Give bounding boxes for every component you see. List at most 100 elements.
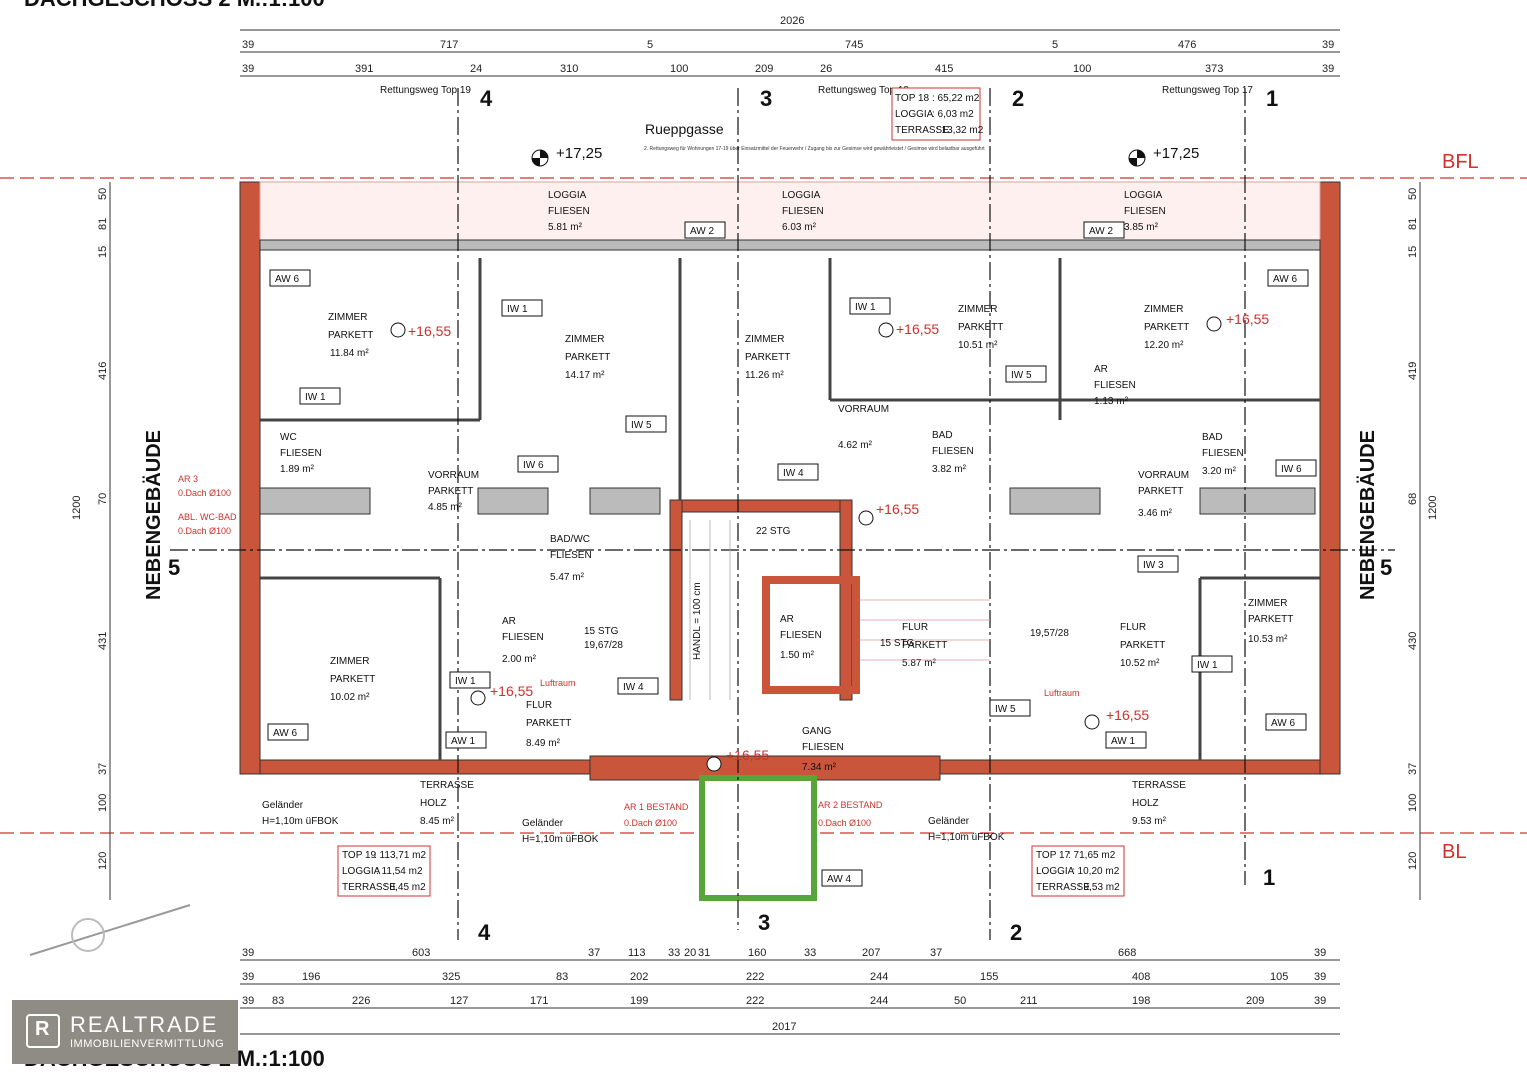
dim: 33 (804, 947, 816, 959)
wall-tag: AW 2 (690, 226, 715, 237)
dim: 39 (242, 39, 254, 51)
grid-label-4-bottom: 4 (478, 920, 491, 945)
stairs: 15 STG 19,67/28 15 STG 19,57/28 22 STG H… (540, 520, 1080, 700)
dim: 5 (647, 39, 653, 51)
dim: 391 (355, 63, 373, 75)
wall-tag: AW 6 (273, 728, 298, 739)
room-name: ZIMMER (565, 334, 604, 345)
room-area: 6.03 m² (782, 222, 817, 233)
top18-value: : 65,22 m2 (932, 93, 980, 104)
dim: 50 (97, 188, 109, 200)
dim: 100 (97, 794, 109, 812)
dim: 39 (242, 947, 254, 959)
wall-tag: IW 6 (1281, 464, 1302, 475)
top18-area-box: TOP 18 : 65,22 m2 LOGGIA : 6,03 m2 TERRA… (891, 87, 984, 141)
ventilation-labels: AR 3 0.Dach Ø100 ABL. WC-BAD 0.Dach Ø100… (178, 474, 883, 828)
room-labels: ZIMMER PARKETT 11.84 m² ZIMMER PARKETT 1… (280, 304, 1293, 773)
room-floor: HOLZ (420, 798, 447, 809)
wall-tag: IW 4 (623, 682, 644, 693)
escape-route-17: Rettungsweg Top 17 (1162, 85, 1253, 96)
wall-tag: IW 1 (455, 676, 476, 687)
room-floor: PARKETT (902, 640, 947, 651)
right-dimension-chain: 1200 50 81 15 419 68 430 37 100 120 (1407, 182, 1439, 900)
grid-label-3: 3 (760, 86, 772, 111)
room-name: BAD (932, 430, 953, 441)
wall-tag: IW 5 (1011, 370, 1032, 381)
room-name: ZIMMER (328, 312, 367, 323)
room-area: 3.85 m² (1124, 222, 1159, 233)
north-arrow-icon (29, 904, 191, 956)
top18-terrace-label: TERRASSE (895, 125, 949, 136)
floor-level-markers: +16,55 +16,55 +16,55 +16,55 +16,55 +16,5… (390, 311, 1269, 772)
bottom-dimension-chain: 39 603 37 113 33 20 31 160 33 207 37 668… (240, 947, 1340, 1035)
dim: 209 (1246, 995, 1264, 1007)
room-area: 9.53 m² (1132, 816, 1167, 827)
room-floor: PARKETT (428, 486, 473, 497)
top18-loggia-label: LOGGIA (895, 109, 934, 120)
dim: 50 (954, 995, 966, 1007)
grid-label-3-bottom: 3 (758, 910, 770, 935)
dim: 120 (97, 852, 109, 870)
level-value: +17,25 (556, 145, 602, 162)
level-value: +16,55 (490, 683, 533, 699)
room-area: 11.26 m² (745, 370, 784, 381)
dim: 199 (630, 995, 648, 1007)
bl-label: BL (1442, 841, 1466, 863)
stair-label: 15 STG (584, 626, 619, 637)
dim: 244 (870, 971, 888, 983)
dim: 100 (1407, 794, 1419, 812)
room-area: 4.62 m² (838, 440, 873, 451)
room-floor: FLIESEN (802, 742, 844, 753)
wall-tag: IW 3 (1143, 560, 1164, 571)
stair-label: 19,57/28 (1030, 628, 1069, 639)
room-area: 5.47 m² (550, 572, 585, 583)
dim: 244 (870, 995, 888, 1007)
stair-label: HANDL = 100 cm (692, 582, 703, 660)
escape-route-19: Rettungsweg Top 19 (380, 85, 471, 96)
dim: 325 (442, 971, 460, 983)
room-name: TERRASSE (1132, 780, 1186, 791)
dim: 39 (242, 63, 254, 75)
loggia-2: LOGGIA FLIESEN 6.03 m² (782, 190, 824, 233)
ar-label: 0.Dach Ø100 (178, 488, 231, 498)
room-floor: PARKETT (1120, 640, 1165, 651)
dim: 83 (272, 995, 284, 1007)
railing-label: Geländer (522, 818, 564, 829)
grid-label-1-bottom: 1 (1263, 865, 1275, 890)
ar-label: ABL. WC-BAD (178, 512, 237, 522)
railing-label: H=1,10m üFBOK (522, 834, 599, 845)
dim: 209 (755, 63, 773, 75)
room-floor: FLIESEN (548, 206, 590, 217)
wall-tag: IW 5 (631, 420, 652, 431)
dim: 222 (746, 995, 764, 1007)
bottom-total-dim: 2017 (772, 1021, 796, 1033)
room-name: VORRAUM (428, 470, 479, 481)
dim: 68 (1407, 493, 1419, 505)
dim: 419 (1407, 362, 1419, 380)
top17-loggia-label: LOGGIA (1036, 866, 1075, 877)
dim: 211 (1020, 995, 1038, 1007)
dim: 20 (684, 947, 696, 959)
logo-brand: REALTRADE (70, 1012, 219, 1037)
level-value: +16,55 (726, 747, 769, 763)
room-area: 8.45 m² (420, 816, 455, 827)
dim: 207 (862, 947, 880, 959)
top18-label: TOP 18 (895, 93, 930, 104)
dim: 39 (1314, 971, 1326, 983)
room-name: VORRAUM (838, 404, 889, 415)
wall-tag: IW 1 (507, 304, 528, 315)
dim: 105 (1270, 971, 1288, 983)
top18-terrace-value: : 13,32 m2 (936, 125, 984, 136)
room-floor: FLIESEN (1094, 380, 1136, 391)
wall-tag: IW 1 (1197, 660, 1218, 671)
room-floor: PARKETT (565, 352, 610, 363)
top19-terrace-value: : 8,45 m2 (384, 882, 426, 893)
dim: 113 (628, 947, 646, 959)
dim: 160 (748, 947, 766, 959)
room-name: TERRASSE (420, 780, 474, 791)
room-floor: FLIESEN (1202, 448, 1244, 459)
top18-loggia-value: : 6,03 m2 (932, 109, 974, 120)
dim: 39 (242, 995, 254, 1007)
dim: 603 (412, 947, 430, 959)
dim: 37 (588, 947, 600, 959)
